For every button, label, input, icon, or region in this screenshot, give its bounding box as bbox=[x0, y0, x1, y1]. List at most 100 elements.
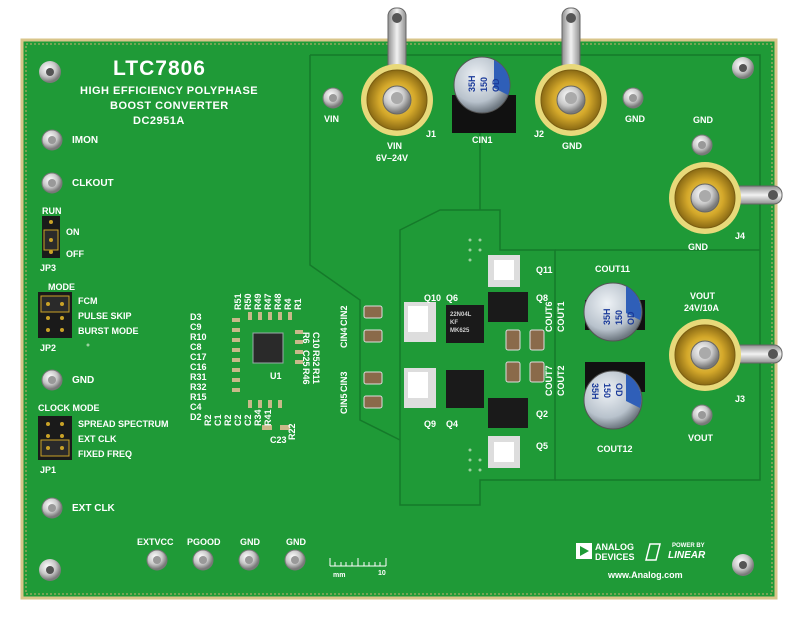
cin1-cap-value3: OD bbox=[491, 78, 501, 93]
label-gnd-out-top: GND bbox=[693, 115, 713, 125]
cout12-cap-value3: OD bbox=[614, 383, 624, 397]
ref-q9: Q9 bbox=[424, 419, 437, 429]
turret-gnd-b1 bbox=[238, 549, 260, 571]
ref-top-3: R47 bbox=[263, 293, 273, 310]
ref-left-3: C8 bbox=[190, 342, 202, 352]
jp3-on: ON bbox=[66, 227, 80, 237]
ref-right-3: R52 bbox=[311, 350, 321, 367]
ref-cin3: CIN3 bbox=[339, 371, 349, 392]
turret-ext-clk bbox=[41, 497, 63, 519]
label-j4-gnd: GND bbox=[688, 242, 708, 252]
ref-bot-5: R34 bbox=[253, 409, 263, 426]
ref-q5: Q5 bbox=[536, 441, 549, 451]
j3-terminal bbox=[669, 319, 783, 391]
brand-website: www.Analog.com bbox=[608, 570, 683, 580]
ref-q8: Q8 bbox=[536, 293, 549, 303]
label-cout11: COUT11 bbox=[595, 264, 631, 274]
j1-terminal bbox=[361, 7, 433, 136]
ref-top-0: R51 bbox=[233, 293, 243, 310]
turret-pgood bbox=[192, 549, 214, 571]
turret-clkout bbox=[41, 172, 63, 194]
ref-bot-4: C2 bbox=[243, 414, 253, 426]
label-j2-gnd: GND bbox=[562, 141, 582, 151]
controller-area bbox=[232, 312, 303, 430]
mount-hole-tl bbox=[39, 61, 61, 83]
mosfets bbox=[404, 255, 528, 468]
ref-q4: Q4 bbox=[446, 419, 459, 429]
label-imon: IMON bbox=[72, 135, 99, 146]
board-id: DC2951A bbox=[133, 115, 185, 127]
ref-left-4: C17 bbox=[190, 352, 207, 362]
ref-left-5: C16 bbox=[190, 362, 207, 372]
ref-q6: Q6 bbox=[446, 293, 459, 303]
label-vin-range: 6V–24V bbox=[376, 153, 409, 163]
ref-left-7: R32 bbox=[190, 382, 207, 392]
label-extvcc: EXTVCC bbox=[137, 537, 174, 547]
title-line2: BOOST CONVERTER bbox=[110, 100, 229, 112]
ref-top-2: R49 bbox=[253, 293, 263, 310]
ref-q11: Q11 bbox=[536, 265, 553, 275]
ref-cin4: CIN4 bbox=[339, 327, 349, 348]
cin1-cap-value: 35H bbox=[467, 75, 477, 92]
mount-hole-bl bbox=[39, 559, 61, 581]
cout-ceramics bbox=[505, 329, 545, 383]
mosfet-marking-1: 22N04L bbox=[450, 312, 472, 318]
label-vout-bottom: VOUT bbox=[688, 433, 714, 443]
mount-hole-br bbox=[732, 554, 754, 576]
ref-bot-0: R2 bbox=[203, 414, 213, 426]
jumper-jp1 bbox=[38, 416, 72, 460]
ref-left-1: C9 bbox=[190, 322, 202, 332]
ref-right-4: R46 bbox=[301, 368, 311, 385]
jp1-fixed: FIXED FREQ bbox=[78, 449, 133, 459]
ref-right-1: C10 bbox=[311, 332, 321, 349]
ref-left-2: R10 bbox=[190, 332, 207, 342]
jp1-spread: SPREAD SPECTRUM bbox=[78, 419, 169, 429]
ref-left-6: R31 bbox=[190, 372, 207, 382]
turret-gnd-top bbox=[622, 87, 644, 109]
ref-bot-1: C1 bbox=[213, 414, 223, 426]
jp2-fcm: FCM bbox=[78, 296, 98, 306]
ref-top-4: R48 bbox=[273, 293, 283, 310]
turret-gnd-left bbox=[41, 369, 63, 391]
jumper-jp2 bbox=[38, 292, 72, 338]
cout12-cap-value2: 150 bbox=[602, 383, 612, 399]
ref-u1: U1 bbox=[270, 371, 282, 381]
jp3-ref: JP3 bbox=[40, 263, 57, 273]
j2-terminal bbox=[535, 7, 607, 136]
label-gnd-top: GND bbox=[625, 114, 645, 124]
label-j2: J2 bbox=[534, 129, 545, 139]
scale-bar bbox=[329, 558, 387, 567]
ref-top-1: R50 bbox=[243, 293, 253, 310]
turret-extvcc bbox=[146, 549, 168, 571]
ref-left-9: C4 bbox=[190, 402, 202, 412]
cin1-cap-value2: 150 bbox=[479, 76, 489, 92]
cout11-capacitor bbox=[583, 282, 645, 342]
ref-left-0: D3 bbox=[190, 312, 202, 322]
jp1-title: CLOCK MODE bbox=[38, 403, 100, 413]
jp1-ext-clk: EXT CLK bbox=[78, 434, 117, 444]
jp2-title: MODE bbox=[48, 282, 75, 292]
ref-cout7: COUT7 bbox=[544, 365, 554, 396]
jp3-title: RUN bbox=[42, 206, 62, 216]
refdes-left-col: D3 C9 R10 C8 C17 C16 R31 R32 R15 C4 D2 bbox=[190, 312, 220, 422]
brand-linear: LINEAR bbox=[668, 550, 706, 561]
label-vin: VIN bbox=[324, 114, 340, 124]
ref-q10: Q10 bbox=[424, 293, 442, 303]
ref-cout2: COUT2 bbox=[556, 365, 566, 396]
scale-max: 10 bbox=[378, 570, 386, 577]
ref-q2: Q2 bbox=[536, 409, 549, 419]
linear-logo bbox=[645, 543, 661, 561]
label-ext-clk: EXT CLK bbox=[72, 503, 115, 514]
brand-powered-by: POWER BY bbox=[672, 543, 705, 549]
ref-bot-6: R41 bbox=[263, 409, 273, 426]
ref-bot-7: C23 bbox=[270, 435, 287, 445]
adi-logo bbox=[576, 543, 592, 559]
label-clkout: CLKOUT bbox=[72, 178, 114, 189]
title-line1: HIGH EFFICIENCY POLYPHASE bbox=[80, 85, 259, 97]
cout12-cap-value: 35H bbox=[590, 383, 600, 400]
scale-unit: mm bbox=[333, 572, 346, 579]
mosfet-marking-2: KF bbox=[450, 320, 458, 326]
brand-devices: DEVICES bbox=[595, 552, 635, 562]
ref-right-5: R11 bbox=[311, 368, 321, 385]
label-j4: J4 bbox=[735, 231, 746, 241]
